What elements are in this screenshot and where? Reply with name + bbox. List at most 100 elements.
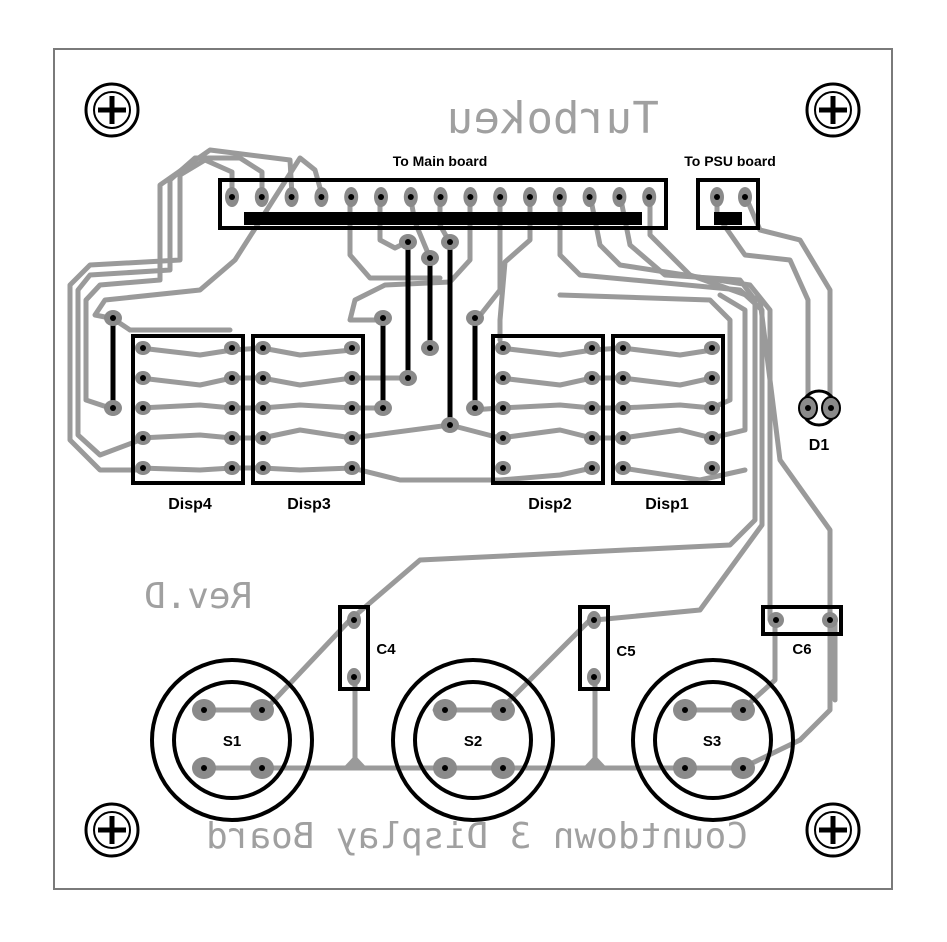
displays bbox=[131, 334, 725, 485]
jumper-pad bbox=[441, 417, 459, 433]
c6-label: C6 bbox=[792, 641, 811, 658]
header-pad bbox=[552, 187, 567, 207]
display-pad bbox=[704, 431, 720, 445]
header-pad bbox=[642, 187, 657, 207]
display-pad bbox=[255, 461, 271, 475]
display-pad bbox=[224, 371, 240, 385]
header-pad bbox=[463, 187, 478, 207]
jumper-pad bbox=[374, 310, 392, 326]
switch-pad bbox=[491, 757, 515, 779]
jumper-pad bbox=[441, 234, 459, 250]
switch-footprint bbox=[391, 658, 555, 822]
display-pad bbox=[584, 401, 600, 415]
display-pad bbox=[344, 461, 360, 475]
mount-hole-icon bbox=[84, 82, 140, 138]
header-pad bbox=[493, 187, 508, 207]
header-pad bbox=[403, 187, 418, 207]
diode-d1 bbox=[798, 389, 841, 427]
display-pad bbox=[255, 341, 271, 355]
switch-pad bbox=[192, 757, 216, 779]
jumper-pads bbox=[104, 234, 484, 433]
display-pad bbox=[615, 431, 631, 445]
main-header-label: To Main board bbox=[393, 153, 488, 169]
display-pad bbox=[584, 461, 600, 475]
mount-hole-icon bbox=[805, 82, 861, 138]
switch-pad bbox=[731, 757, 755, 779]
display-footprint bbox=[251, 334, 365, 485]
header-pads bbox=[225, 187, 657, 207]
s1-label: S1 bbox=[223, 733, 241, 750]
disp3-label: Disp3 bbox=[287, 496, 331, 513]
display-pad bbox=[135, 431, 151, 445]
header-pad bbox=[284, 187, 299, 207]
switch-pad bbox=[433, 757, 457, 779]
main-board-header bbox=[218, 178, 668, 230]
header-pad bbox=[344, 187, 359, 207]
disp2-label: Disp2 bbox=[528, 496, 572, 513]
switches bbox=[150, 658, 795, 822]
display-pad bbox=[344, 371, 360, 385]
capacitor-c6 bbox=[761, 605, 843, 636]
switch-footprint bbox=[150, 658, 314, 822]
display-pad bbox=[255, 401, 271, 415]
jumper-pad bbox=[374, 400, 392, 416]
display-pad bbox=[495, 371, 511, 385]
display-pad bbox=[255, 371, 271, 385]
switch-pad bbox=[731, 699, 755, 721]
header-pad bbox=[612, 187, 627, 207]
jumper-pad bbox=[466, 400, 484, 416]
display-pad bbox=[224, 401, 240, 415]
display-pad bbox=[584, 371, 600, 385]
display-pad bbox=[584, 341, 600, 355]
capacitor-c5 bbox=[578, 605, 610, 691]
switch-pad bbox=[491, 699, 515, 721]
jumper-pad bbox=[104, 400, 122, 416]
display-pad bbox=[495, 341, 511, 355]
display-pad bbox=[344, 341, 360, 355]
s2-label: S2 bbox=[464, 733, 482, 750]
display-footprint bbox=[131, 334, 245, 485]
display-pad bbox=[704, 371, 720, 385]
display-pad bbox=[615, 461, 631, 475]
mount-hole-icon bbox=[84, 802, 140, 858]
header-pad bbox=[374, 187, 388, 207]
jumper-wires bbox=[110, 242, 478, 425]
display-footprint bbox=[611, 334, 725, 485]
psu-header-label: To PSU board bbox=[684, 153, 776, 169]
board-title: Turbokeu bbox=[447, 93, 659, 144]
display-pad bbox=[135, 341, 151, 355]
header-pad bbox=[433, 187, 448, 207]
display-pad bbox=[704, 461, 720, 475]
jumper-pad bbox=[399, 234, 417, 250]
s3-label: S3 bbox=[703, 733, 721, 750]
switch-footprint bbox=[631, 658, 795, 822]
jumper-pad bbox=[466, 310, 484, 326]
header-pad bbox=[314, 187, 329, 207]
capacitor-c4 bbox=[338, 605, 370, 691]
display-pad bbox=[135, 401, 151, 415]
header-pad bbox=[225, 187, 239, 207]
switch-pad bbox=[673, 757, 697, 779]
display-pad bbox=[615, 401, 631, 415]
switch-pad bbox=[673, 699, 697, 721]
psu-header bbox=[696, 178, 760, 230]
gnd-junction-1 bbox=[341, 755, 369, 770]
display-pad bbox=[344, 401, 360, 415]
c5-label: C5 bbox=[616, 643, 635, 660]
header-pad bbox=[582, 187, 597, 207]
switch-pad bbox=[433, 699, 457, 721]
jumper-pad bbox=[421, 250, 439, 266]
switch-pad bbox=[250, 757, 274, 779]
jumper-pad bbox=[399, 370, 417, 386]
switch-pad bbox=[250, 699, 274, 721]
c4-label: C4 bbox=[376, 641, 396, 658]
display-footprint bbox=[491, 334, 605, 485]
display-pad bbox=[224, 431, 240, 445]
header-pad bbox=[523, 187, 537, 207]
switch-pad bbox=[192, 699, 216, 721]
header-pad bbox=[254, 187, 269, 207]
disp4-label: Disp4 bbox=[168, 496, 212, 513]
display-pad bbox=[255, 431, 271, 445]
gnd-junction-2 bbox=[581, 755, 609, 770]
